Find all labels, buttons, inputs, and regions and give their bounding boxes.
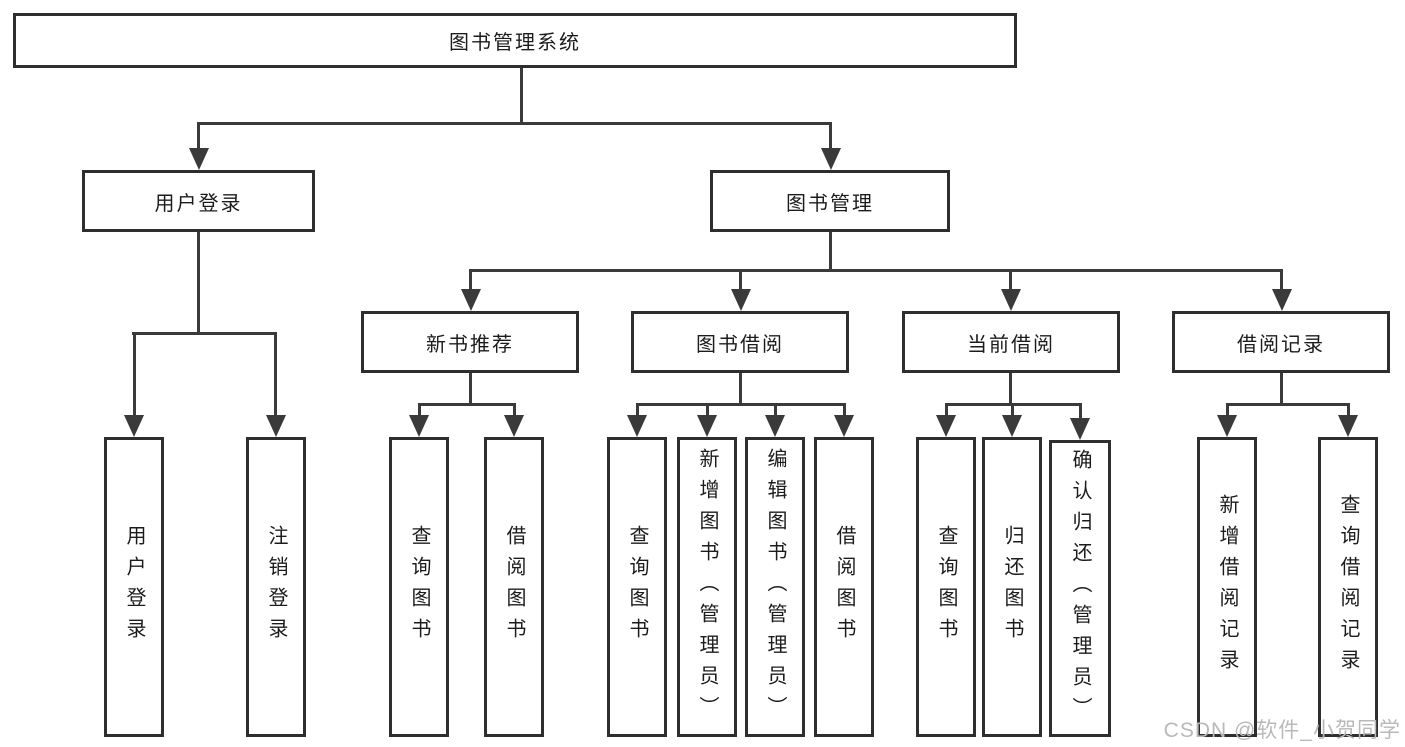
node-root: 图书管理系统 [13, 13, 1017, 68]
node-borrow-records-label: 借阅记录 [1237, 333, 1325, 356]
connector-line [829, 122, 832, 150]
arrow-down-icon [1338, 415, 1358, 437]
connector-line [774, 403, 777, 417]
leaf-logout: 注销登录 [246, 437, 306, 737]
leaf-user-login: 用户登录 [104, 437, 164, 737]
leaf-bb-add-book-label: 新增图书（管理员） [696, 447, 718, 727]
connector-line [739, 373, 742, 406]
connector-line [706, 403, 709, 417]
leaf-nb-borrow-book: 借阅图书 [484, 437, 544, 737]
connector-line [197, 122, 200, 150]
watermark: CSDN @软件_小贺同学 [1163, 719, 1401, 742]
arrow-down-icon [697, 415, 717, 437]
node-new-book-recommend: 新书推荐 [361, 311, 579, 373]
connector-line [636, 403, 639, 417]
node-user-login-label: 用户登录 [154, 192, 243, 215]
leaf-br-add-record-label: 新增借阅记录 [1216, 494, 1238, 680]
connector-line [197, 232, 200, 335]
arrow-down-icon [1001, 289, 1021, 311]
leaf-nb-query-book-label: 查询图书 [408, 525, 430, 649]
arrow-down-icon [936, 415, 956, 437]
connector-line [1280, 373, 1283, 406]
node-book-borrow-label: 图书借阅 [696, 333, 784, 356]
arrow-down-icon [765, 415, 785, 437]
arrow-down-icon [627, 415, 647, 437]
leaf-cb-confirm-return-label: 确认归还（管理员） [1069, 449, 1091, 728]
leaf-bb-edit-book: 编辑图书（管理员） [745, 437, 805, 737]
connector-line [469, 269, 472, 291]
connector-line [418, 403, 516, 406]
node-book-management-label: 图书管理 [786, 192, 874, 215]
leaf-nb-borrow-book-label: 借阅图书 [503, 525, 525, 649]
node-book-management: 图书管理 [710, 170, 950, 232]
arrow-down-icon [1272, 289, 1292, 311]
arrow-down-icon [731, 289, 751, 311]
arrow-down-icon [189, 148, 209, 170]
arrow-down-icon [1002, 415, 1022, 437]
leaf-bb-query-book-label: 查询图书 [626, 525, 648, 649]
connector-line [469, 373, 472, 406]
leaf-cb-confirm-return: 确认归还（管理员） [1049, 440, 1111, 737]
arrow-down-icon [834, 415, 854, 437]
arrow-down-icon [124, 415, 144, 437]
node-root-label: 图书管理系统 [449, 32, 581, 54]
connector-line [636, 403, 846, 406]
leaf-nb-query-book: 查询图书 [389, 437, 449, 737]
node-user-login: 用户登录 [82, 170, 315, 232]
connector-line [469, 269, 1283, 272]
connector-line [739, 269, 742, 291]
node-new-book-recommend-label: 新书推荐 [426, 333, 514, 356]
leaf-logout-label: 注销登录 [265, 525, 287, 649]
arrow-down-icon [461, 289, 481, 311]
leaf-bb-edit-book-label: 编辑图书（管理员） [764, 447, 786, 727]
connector-line [1009, 373, 1012, 406]
connector-line [132, 332, 277, 335]
connector-line [513, 403, 516, 417]
leaf-br-query-record: 查询借阅记录 [1318, 437, 1378, 737]
arrow-down-icon [821, 148, 841, 170]
node-borrow-records: 借阅记录 [1172, 311, 1390, 373]
node-current-borrow: 当前借阅 [902, 311, 1120, 373]
connector-line [843, 403, 846, 417]
leaf-user-login-label: 用户登录 [123, 525, 145, 649]
connector-line [945, 403, 948, 417]
connector-line [1009, 269, 1012, 291]
arrow-down-icon [1217, 415, 1237, 437]
leaf-bb-add-book: 新增图书（管理员） [677, 437, 737, 737]
connector-line [274, 332, 277, 417]
connector-line [133, 332, 136, 417]
connector-line [1280, 269, 1283, 291]
connector-line [197, 122, 832, 125]
leaf-bb-query-book: 查询图书 [607, 437, 667, 737]
arrow-down-icon [409, 415, 429, 437]
connector-line [418, 403, 421, 417]
connector-line [1226, 403, 1350, 406]
node-book-borrow: 图书借阅 [631, 311, 849, 373]
arrow-down-icon [266, 415, 286, 437]
arrow-down-icon [504, 415, 524, 437]
connector-line [520, 68, 523, 125]
leaf-bb-borrow-book-label: 借阅图书 [833, 525, 855, 649]
leaf-cb-return-book-label: 归还图书 [1001, 525, 1023, 649]
connector-line [1079, 403, 1082, 419]
leaf-bb-borrow-book: 借阅图书 [814, 437, 874, 737]
leaf-cb-query-book: 查询图书 [916, 437, 976, 737]
connector-line [1347, 403, 1350, 417]
leaf-cb-return-book: 归还图书 [982, 437, 1042, 737]
leaf-br-add-record: 新增借阅记录 [1197, 437, 1257, 737]
arrow-down-icon [1070, 418, 1090, 440]
leaf-br-query-record-label: 查询借阅记录 [1337, 494, 1359, 680]
leaf-cb-query-book-label: 查询图书 [935, 525, 957, 649]
node-current-borrow-label: 当前借阅 [967, 333, 1055, 356]
connector-line [1226, 403, 1229, 417]
connector-line [829, 232, 832, 272]
connector-line [1011, 403, 1014, 417]
